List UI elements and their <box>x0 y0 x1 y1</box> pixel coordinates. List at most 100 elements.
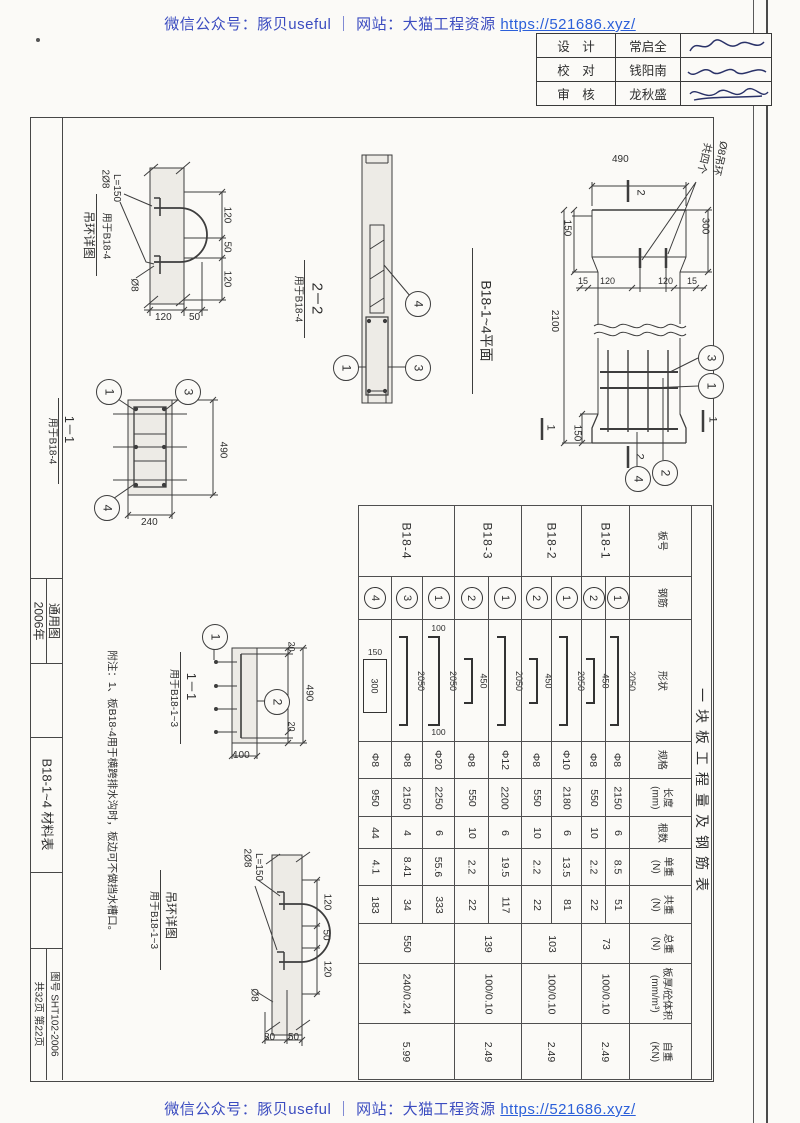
bar-spec: Φ8 <box>581 741 605 778</box>
table-title: 一块板工程量及钢筋表 <box>691 506 711 1079</box>
column-header: 板厚/砼体积(mm/m³) <box>629 963 691 1023</box>
design-signature <box>680 34 771 57</box>
check-name: 钱阳南 <box>615 58 680 81</box>
signature-scribble <box>687 68 767 75</box>
plate-thickness-volume: 100/0.10 <box>454 963 521 1023</box>
title-block: 设 计 常启全 校 对 钱阳南 审 核 龙秋盛 <box>536 33 772 106</box>
strip-line <box>30 872 62 873</box>
bar-shape-glyph: 450 <box>528 657 553 704</box>
hook-bottom-bar-length: L=150 <box>253 852 265 882</box>
dim-50: 50 <box>189 312 201 323</box>
bar-callout-1: 1 <box>333 355 359 381</box>
audit-label: 审 核 <box>557 88 595 102</box>
bar-length: 550 <box>454 778 488 816</box>
hook-note-line2: 共四个 <box>694 141 714 175</box>
column-header: 总重(N) <box>629 923 691 963</box>
bar-unit: 55.6 <box>422 848 454 885</box>
bar-callout-3: 3 <box>405 355 431 381</box>
bar-total: 333 <box>422 885 454 923</box>
bar-callout-1: 1 <box>202 624 228 650</box>
plan-drawing <box>540 180 712 468</box>
watermark-top: 微信公众号：豚贝useful ｜ 网站：大猫工程资源 https://52168… <box>0 13 800 34</box>
bar-callout-4: 4 <box>405 291 431 317</box>
audit-signature <box>680 82 771 105</box>
bar-shape-glyph: 2050 <box>497 635 524 726</box>
sheet-title: B18-1~4 材料表 <box>39 758 55 851</box>
design-label: 设 计 <box>557 40 595 54</box>
bar-shape-glyph: 2050 <box>609 635 637 726</box>
dim-150: 150 <box>561 219 572 237</box>
bar-length: 2150 <box>391 778 422 816</box>
sheet-category: 通用图 <box>47 602 62 639</box>
dim-dia8: Ø8 <box>248 988 260 1002</box>
bar-spec: Φ8 <box>605 741 629 778</box>
bar-shape: 450 <box>454 619 488 741</box>
hook-top-subtitle: 用于B18-4 <box>100 212 111 260</box>
bar-spec: Φ20 <box>422 741 454 778</box>
bar-count: 4 <box>391 816 422 848</box>
dim-50: 50 <box>288 1032 300 1043</box>
bar-callout-3: 3 <box>175 379 201 405</box>
bar-count: 10 <box>521 816 551 848</box>
bar-unit: 13.5 <box>551 848 581 885</box>
bar-length: 2180 <box>551 778 581 816</box>
bar-shape: 450 <box>521 619 553 741</box>
watermark-url: https://521686.xyz/ <box>500 1101 636 1118</box>
bar-length: 950 <box>359 778 391 816</box>
plate-total-weight: 103 <box>521 923 581 963</box>
bar-length: 550 <box>521 778 551 816</box>
bar-callout-4: 4 <box>94 495 120 521</box>
bar-number: 2 <box>581 576 605 619</box>
column-header: 板号 <box>629 506 691 576</box>
binding-margin-line-thick <box>766 0 768 1123</box>
title-underline <box>58 398 60 484</box>
dim-150: 150 <box>571 424 582 442</box>
hook-bottom-title: 吊环详图 <box>163 890 178 940</box>
title-block-row-check: 校 对 钱阳南 <box>537 57 771 81</box>
strip-line <box>46 578 47 663</box>
plate-total-weight: 139 <box>454 923 521 963</box>
dim-100: 100 <box>233 750 250 761</box>
bar-spec: Φ8 <box>391 741 422 778</box>
plate-thickness-volume: 100/0.10 <box>521 963 581 1023</box>
section-2-2-drawing <box>348 154 417 404</box>
title-underline <box>160 870 162 970</box>
plate-self-weight: 2.49 <box>454 1023 521 1079</box>
column-header: 长度(mm) <box>629 778 691 816</box>
section-2-2-title: 2－2 <box>308 282 325 314</box>
bar-spec: Φ8 <box>359 741 391 778</box>
strip-line <box>30 737 62 738</box>
dim-300: 300 <box>699 217 710 235</box>
dim-120: 120 <box>658 276 674 286</box>
bar-total: 22 <box>454 885 488 923</box>
dim-120: 120 <box>321 960 332 978</box>
bar-unit: 8.5 <box>605 848 629 885</box>
bar-shape-glyph: 2050 <box>399 635 426 726</box>
strip-line <box>46 948 47 1080</box>
general-note: 附注：1、板B18-4用于横跨排水沟时，板边可不做挡水槽口。 <box>106 650 119 936</box>
bar-count: 6 <box>605 816 629 848</box>
audit-name: 龙秋盛 <box>615 82 680 105</box>
dim-80: 80 <box>264 1032 276 1043</box>
strip-line <box>30 663 62 664</box>
bar-number: 2 <box>521 576 551 619</box>
dim-cover-top: 20 <box>286 640 297 652</box>
bar-total: 183 <box>359 885 391 923</box>
signature-scribble <box>689 38 765 51</box>
column-header: 根数 <box>629 816 691 848</box>
hook-bottom-subtitle: 用于B18-1~3 <box>148 890 159 950</box>
plate-name: B18-4 <box>399 522 414 560</box>
column-header: 共重(N) <box>629 885 691 923</box>
bar-callout-1: 1 <box>698 373 724 399</box>
bar-spec: Φ8 <box>521 741 551 778</box>
bar-spec: Φ8 <box>454 741 488 778</box>
column-header: 单重(N) <box>629 848 691 885</box>
plate-self-weight: 5.99 <box>359 1023 454 1079</box>
watermark-bottom: 微信公众号：豚贝useful ｜ 网站：大猫工程资源 https://52168… <box>0 1098 800 1119</box>
title-underline <box>472 248 474 394</box>
dim-120: 120 <box>321 893 332 911</box>
bar-length: 2150 <box>605 778 629 816</box>
